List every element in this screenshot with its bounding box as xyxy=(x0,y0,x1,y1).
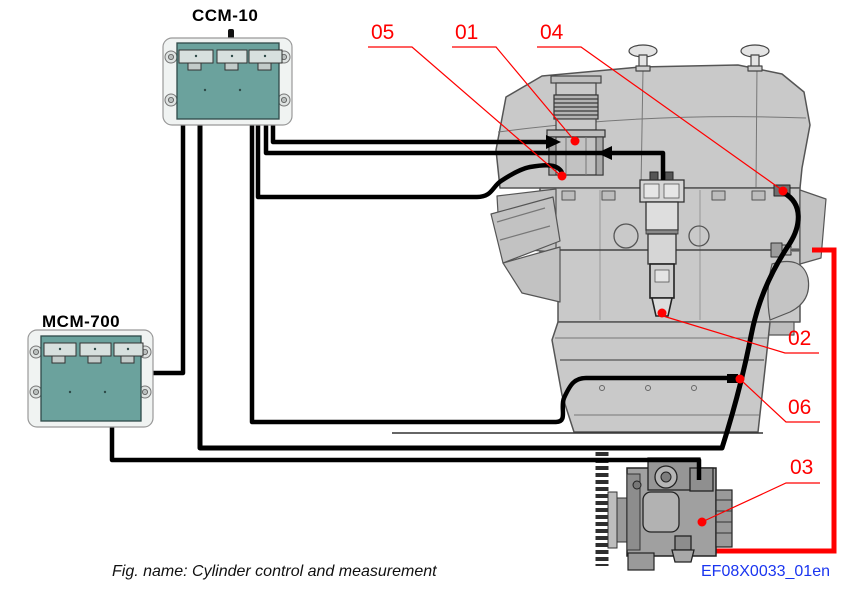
leader-04 xyxy=(537,46,783,191)
dot-05 xyxy=(557,171,567,181)
leader-05 xyxy=(368,46,561,176)
callout-01: 01 xyxy=(455,21,479,44)
leader-01 xyxy=(452,46,575,141)
dot-04 xyxy=(778,186,788,196)
injector-graphic xyxy=(639,171,685,317)
dot-01 xyxy=(570,136,580,146)
leader-02 xyxy=(662,315,819,354)
document-code: EF08X0033_01en xyxy=(701,563,830,580)
pump-bottom-fitting xyxy=(674,535,692,551)
mcm-connectors xyxy=(43,342,144,364)
wire-ccm-to-connector-06 xyxy=(249,64,737,425)
connector-06-plug xyxy=(727,374,738,383)
dot-03 xyxy=(697,517,707,527)
wire-arrowhead-at-actuator-right xyxy=(597,146,612,160)
ccm-connectors xyxy=(178,49,283,71)
dot-02 xyxy=(657,308,667,318)
callout-03: 03 xyxy=(790,456,814,479)
actuator-graphic xyxy=(546,75,606,176)
wire-ccm-to-sensor-04 xyxy=(197,64,801,451)
cowl-latch-screw-left xyxy=(628,44,658,72)
dot-06 xyxy=(735,374,745,384)
cowl-latch-screw-right xyxy=(740,44,770,72)
ccm-module-title: CCM-10 xyxy=(192,6,259,25)
callout-06: 06 xyxy=(788,396,812,419)
pump-graphic xyxy=(595,452,733,571)
callout-05: 05 xyxy=(371,21,395,44)
red-measurement-line xyxy=(688,247,837,554)
mcm-module-title: MCM-700 xyxy=(42,312,121,331)
callout-04: 04 xyxy=(540,21,564,44)
wire-arrowhead-into-actuator xyxy=(546,135,561,149)
ccm-module-graphic xyxy=(162,29,293,126)
callout-02: 02 xyxy=(788,327,812,350)
wire-ccm-to-connection-05 xyxy=(255,64,565,200)
engine-graphic xyxy=(392,44,827,434)
leader-03 xyxy=(703,482,820,522)
pump-connector xyxy=(689,467,714,492)
intake-manifold xyxy=(490,188,561,303)
leader-06 xyxy=(741,380,820,423)
mcm-module-graphic xyxy=(27,329,154,428)
figure-caption: Fig. name: Cylinder control and measurem… xyxy=(112,563,437,580)
